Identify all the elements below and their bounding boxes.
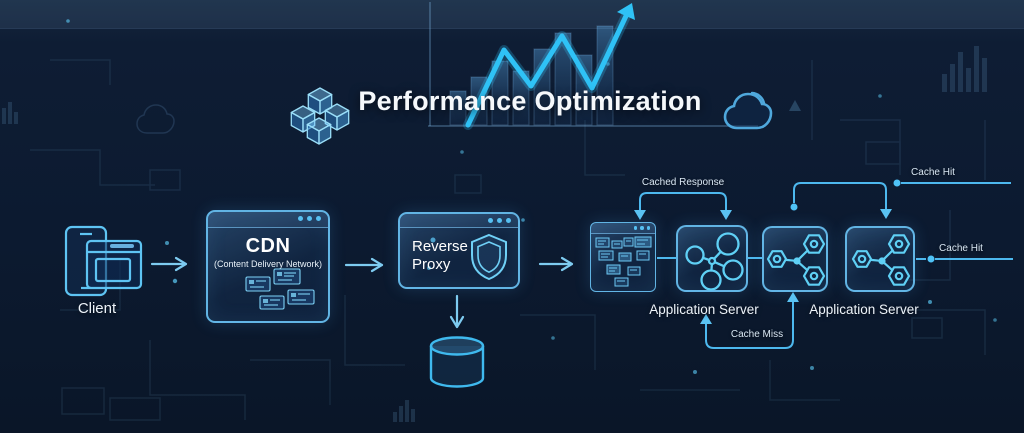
database-cylinder-icon	[429, 336, 485, 388]
cdn-subtitle: (Content Delivery Network)	[213, 259, 323, 269]
service-nodes-circles-icon	[685, 232, 744, 291]
cache-server-titlebar	[591, 223, 655, 234]
reverse-proxy-box: Reverse Proxy	[398, 212, 520, 289]
cache-hit-top-annotation: Cache Hit	[911, 167, 955, 178]
application-server-label-1: Application Server	[649, 302, 759, 317]
cdn-window-titlebar	[208, 212, 328, 228]
faint-triangle-decoration	[789, 100, 801, 111]
cache-hit-connector	[790, 182, 892, 219]
window-dots-icon	[633, 226, 650, 230]
page-title: Performance Optimization	[358, 86, 702, 116]
app-node-box-1	[676, 225, 748, 292]
cdn-title: CDN	[245, 235, 291, 257]
cached-response-connector	[634, 192, 732, 220]
glow-dots-decoration	[66, 19, 997, 374]
cdn-box: CDN (Content Delivery Network)	[206, 210, 330, 323]
cache-miss-annotation: Cache Miss	[730, 329, 784, 340]
cache-hit-right-annotation: Cache Hit	[939, 243, 983, 254]
edge-cache-cards-icon	[245, 268, 315, 310]
arrow-client-to-cdn	[150, 256, 188, 272]
reverse-proxy-window-titlebar	[400, 214, 518, 228]
reverse-proxy-label: Reverse Proxy	[412, 238, 468, 274]
app-node-box-2	[762, 226, 828, 292]
client-label: Client	[77, 300, 117, 317]
cache-hit-right-node-dot	[927, 255, 935, 263]
arrow-reverse-proxy-to-database	[449, 294, 465, 329]
top-band	[0, 0, 1024, 29]
shield-icon	[471, 233, 507, 281]
phone-browser-icon	[64, 225, 143, 297]
service-nodes-hex-icon	[766, 234, 826, 286]
cache-blocks-icon	[595, 236, 652, 287]
window-dots-icon	[298, 216, 321, 221]
cached-response-annotation: Cached Response	[641, 177, 725, 188]
service-nodes-hex-icon	[851, 234, 911, 286]
cloud-icon	[723, 91, 773, 130]
app-node-box-3	[845, 226, 915, 292]
application-server-label-2: Application Server	[809, 302, 919, 317]
faint-cloud-icon	[136, 104, 175, 134]
arrow-reverse-proxy-to-servers	[538, 256, 574, 272]
cache-server-box	[590, 222, 656, 292]
arrow-cdn-to-reverse-proxy	[344, 257, 384, 273]
cache-hit-top-node-dot	[893, 179, 901, 187]
window-dots-icon	[488, 217, 511, 223]
